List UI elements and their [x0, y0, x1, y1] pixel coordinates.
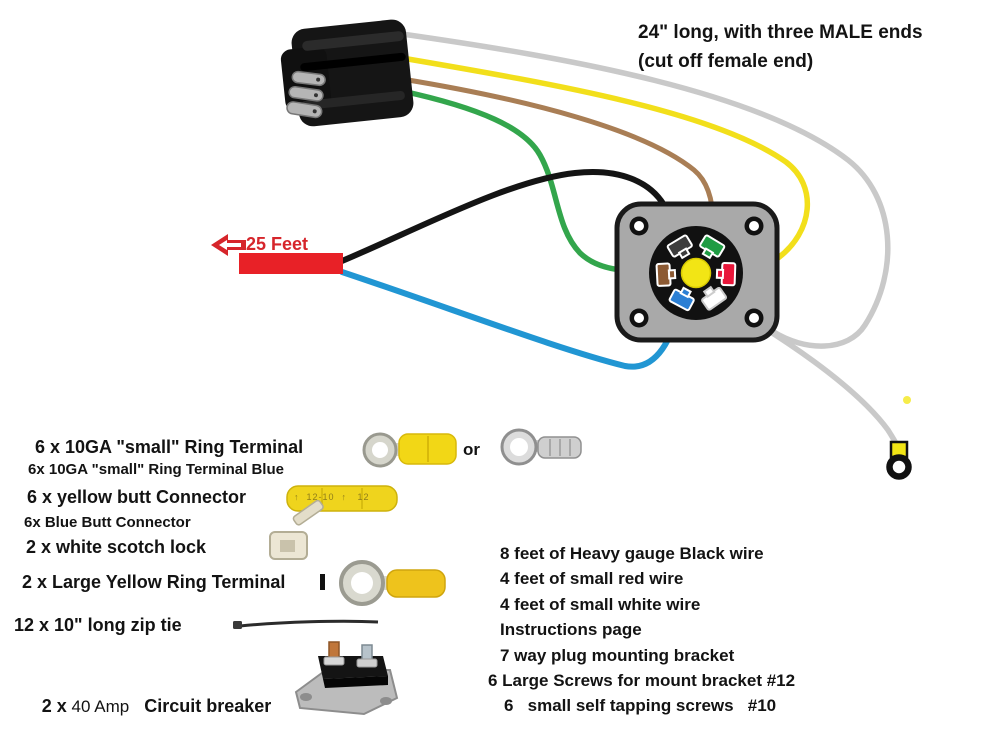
gray-wire-ring-terminal [886, 396, 912, 480]
right-item-red-wire: 4 feet of small red wire [500, 569, 684, 589]
left-arrow-icon [211, 234, 246, 256]
plug-mounting-holes [629, 216, 764, 328]
part-item-circuit-breaker: 2 x 40 Amp Circuit breaker [24, 678, 271, 731]
circuit-breaker-img [294, 641, 399, 716]
yellow-dot [903, 396, 911, 404]
note-line-2: (cut off female end) [638, 51, 814, 72]
part-item-ring-terminal: 6 x 10GA "small" Ring Terminal [35, 437, 304, 457]
terminal-black [666, 234, 693, 260]
note-line-1: 24" long, with three MALE ends [638, 22, 923, 43]
part-item-zip-tie: 12 x 10" long zip tie [14, 615, 182, 635]
terminal-blue [668, 286, 695, 312]
large-yellow-ring-terminal-img [320, 560, 446, 606]
zip-tie-img [233, 619, 379, 629]
breaker-name: Circuit breaker [129, 696, 272, 716]
green-wire [399, 88, 664, 274]
part-item-ring-terminal-blue: 6x 10GA "small" Ring Terminal Blue [28, 461, 284, 478]
breaker-qty: 2 x [41, 696, 67, 716]
silver-ring-terminal-img [500, 428, 582, 466]
terminal-green [699, 234, 726, 260]
white-scotch-lock-img [269, 499, 324, 560]
four-pin-flat-connector [280, 19, 414, 127]
right-parts-list: 8 feet of Heavy gauge Black wire 4 feet … [488, 541, 795, 719]
breaker-amp: 40 Amp [66, 697, 130, 716]
part-item-yellow-butt: 6 x yellow butt Connector [27, 487, 247, 507]
terminal-white [701, 285, 728, 311]
length-label: 25 Feet [246, 234, 309, 254]
terminal-brown [655, 262, 677, 287]
red-wire-segment [239, 253, 343, 274]
part-item-blue-butt: 6x Blue Butt Connector [24, 514, 191, 531]
part-item-scotch-lock: 2 x white scotch lock [26, 537, 207, 557]
right-item-bracket: 7 way plug mounting bracket [500, 645, 735, 665]
connector-pins [286, 70, 326, 119]
part-item-large-ring: 2 x Large Yellow Ring Terminal [22, 572, 286, 592]
or-label: or [463, 440, 480, 459]
terminal-red [715, 261, 737, 287]
right-item-white-wire: 4 feet of small white wire [500, 594, 701, 614]
right-item-instructions: Instructions page [500, 620, 642, 640]
right-item-large-screws: 6 Large Screws for mount bracket #12 [488, 671, 796, 691]
butt-connector-marking: ↑ 12-10 ↑ 12 [294, 492, 370, 502]
seven-way-plug [614, 201, 780, 343]
small-yellow-ring-terminal-img [362, 432, 457, 468]
plug-terminals [655, 234, 737, 312]
plug-center-pin [680, 257, 712, 289]
right-item-small-screws: 6 small self tapping screws #10 [504, 696, 777, 716]
right-item-black-wire: 8 feet of Heavy gauge Black wire [500, 544, 764, 563]
